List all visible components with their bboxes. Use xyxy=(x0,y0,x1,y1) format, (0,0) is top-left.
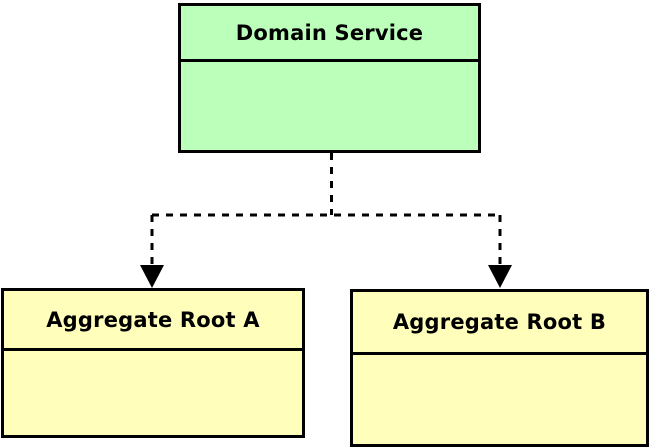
arrow-head-to-aggregate-root-a xyxy=(140,265,164,288)
arrow-head-to-aggregate-root-b xyxy=(488,265,512,288)
class-box-domain-service[interactable]: Domain Service xyxy=(178,3,481,153)
class-body-aggregate-root-b xyxy=(353,352,646,444)
class-body-aggregate-root-a xyxy=(4,348,302,435)
class-box-aggregate-root-a[interactable]: Aggregate Root A xyxy=(1,288,305,438)
class-name-aggregate-root-a: Aggregate Root A xyxy=(46,307,260,332)
class-name-domain-service: Domain Service xyxy=(235,20,424,45)
class-name-aggregate-root-b: Aggregate Root B xyxy=(392,310,607,334)
class-body-domain-service xyxy=(181,59,478,150)
class-box-aggregate-root-b[interactable]: Aggregate Root B xyxy=(350,289,649,447)
